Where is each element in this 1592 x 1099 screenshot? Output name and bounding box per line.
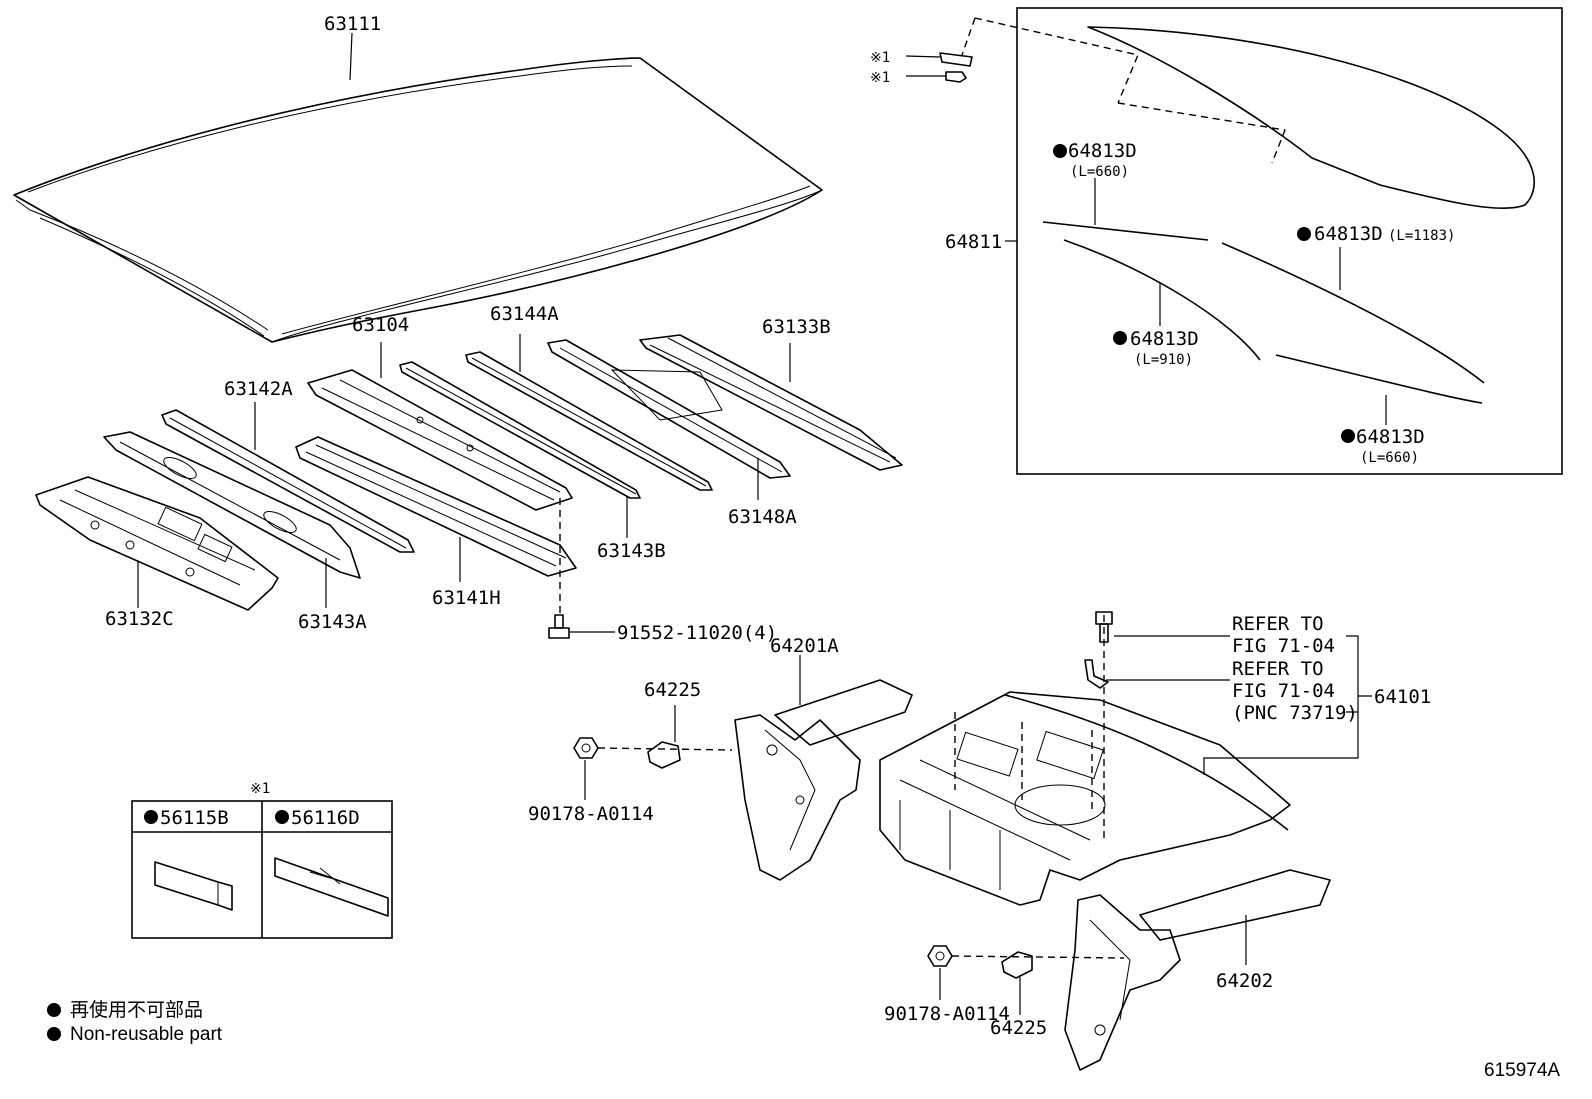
label-63143a: 63143A bbox=[298, 611, 367, 633]
refer-1-line-b: FIG 71-04 bbox=[1232, 635, 1335, 657]
label-64201a: 64201A bbox=[770, 635, 839, 657]
label-64101: 64101 bbox=[1374, 686, 1431, 708]
label-63141h: 63141H bbox=[432, 587, 501, 609]
tape-b-length: (L=1183) bbox=[1388, 228, 1455, 244]
bracket-64225-top bbox=[647, 741, 681, 769]
non-reusable-dot-icon bbox=[144, 810, 158, 824]
tape-c-length: (L=910) bbox=[1134, 352, 1193, 368]
bolt-icon bbox=[548, 614, 570, 639]
roof-bow-63148a bbox=[547, 339, 791, 479]
part-56115b-image bbox=[154, 861, 233, 911]
label-63144a: 63144A bbox=[490, 303, 559, 325]
note-mark-1: ※1 bbox=[870, 50, 890, 66]
part-56116d-image bbox=[274, 857, 389, 917]
package-tray-64201a bbox=[734, 679, 913, 881]
refer-2-line-b: FIG 71-04 bbox=[1232, 680, 1335, 702]
non-reusable-dot-icon bbox=[47, 1003, 61, 1017]
non-reusable-dot-icon bbox=[1341, 429, 1355, 443]
label-90178-bottom: 90178-A0114 bbox=[884, 1003, 1010, 1025]
tape-b bbox=[1221, 242, 1485, 384]
non-reusable-dot-icon bbox=[1297, 227, 1311, 241]
tape-a bbox=[1042, 221, 1209, 241]
bracket-64101 bbox=[1203, 635, 1372, 775]
nut-dash-bottom bbox=[951, 955, 1125, 959]
non-reusable-dot-icon bbox=[47, 1027, 61, 1041]
label-63143b: 63143B bbox=[597, 540, 666, 562]
label-63104: 63104 bbox=[352, 314, 409, 336]
table-header-mark: ※1 bbox=[250, 781, 270, 797]
roof-bow-63141h bbox=[295, 436, 577, 577]
nut-icon bbox=[573, 737, 599, 759]
non-reusable-dot-icon bbox=[1113, 331, 1127, 345]
clip-parts bbox=[939, 52, 973, 83]
refer-bolt-icon bbox=[1095, 611, 1113, 643]
label-64225-top: 64225 bbox=[644, 679, 701, 701]
note-mark-2: ※1 bbox=[870, 70, 890, 86]
refer-1-line-a: REFER TO bbox=[1232, 613, 1324, 635]
inset-dash-guide bbox=[961, 17, 1286, 164]
tape-c-label: 64813D bbox=[1130, 328, 1199, 350]
label-63142a: 63142A bbox=[224, 378, 293, 400]
roof-rail-63142a bbox=[161, 409, 415, 553]
leader-note-1 bbox=[905, 55, 941, 58]
refer-2-line-a: REFER TO bbox=[1232, 658, 1324, 680]
label-63133b: 63133B bbox=[762, 316, 831, 338]
figure-id: 615974A bbox=[1484, 1060, 1560, 1081]
tape-a-label: 64813D bbox=[1068, 140, 1137, 162]
front-header-panel-63132c bbox=[35, 476, 279, 611]
label-91552: 91552-11020(4) bbox=[617, 622, 777, 644]
legend-en: Non-reusable part bbox=[70, 1024, 223, 1045]
non-reusable-dot-icon bbox=[1053, 144, 1067, 158]
label-64225-bottom: 64225 bbox=[990, 1017, 1047, 1039]
rear-floor-panel-64101 bbox=[879, 691, 1291, 906]
table-col2-label: 56116D bbox=[291, 807, 360, 829]
label-64811: 64811 bbox=[945, 231, 1002, 253]
label-63132c: 63132C bbox=[105, 608, 174, 630]
back-window-glass bbox=[1087, 26, 1536, 210]
tape-d bbox=[1275, 354, 1483, 404]
tape-a-length: (L=660) bbox=[1070, 164, 1129, 180]
roof-rail-63143b bbox=[399, 361, 641, 499]
back-window-inset bbox=[1016, 7, 1563, 475]
label-63111: 63111 bbox=[324, 13, 381, 35]
package-tray-64202 bbox=[1064, 869, 1331, 1071]
tape-d-length: (L=660) bbox=[1360, 450, 1419, 466]
refer-2-line-c: (PNC 73719) bbox=[1232, 702, 1358, 724]
rear-header-63133b bbox=[639, 334, 903, 471]
leader-63111 bbox=[349, 32, 353, 81]
legend-jp: 再使用不可部品 bbox=[70, 999, 203, 1021]
refer-bracket-icon bbox=[1084, 659, 1109, 689]
roof-panel bbox=[13, 57, 823, 343]
label-90178-top: 90178-A0114 bbox=[528, 803, 654, 825]
nut-dash-top bbox=[597, 747, 733, 751]
table-col1-label: 56115B bbox=[160, 807, 229, 829]
roof-rail-63144a bbox=[465, 351, 713, 491]
tape-c bbox=[1063, 239, 1261, 361]
bracket-64225-bottom bbox=[1001, 951, 1033, 979]
tape-b-label: 64813D bbox=[1314, 223, 1383, 245]
label-63148a: 63148A bbox=[728, 506, 797, 528]
nut-icon bbox=[927, 945, 953, 967]
label-64202: 64202 bbox=[1216, 970, 1273, 992]
tape-d-label: 64813D bbox=[1356, 426, 1425, 448]
roof-bow-63104 bbox=[307, 369, 573, 511]
non-reusable-dot-icon bbox=[275, 810, 289, 824]
roof-bow-63143a bbox=[103, 431, 361, 579]
